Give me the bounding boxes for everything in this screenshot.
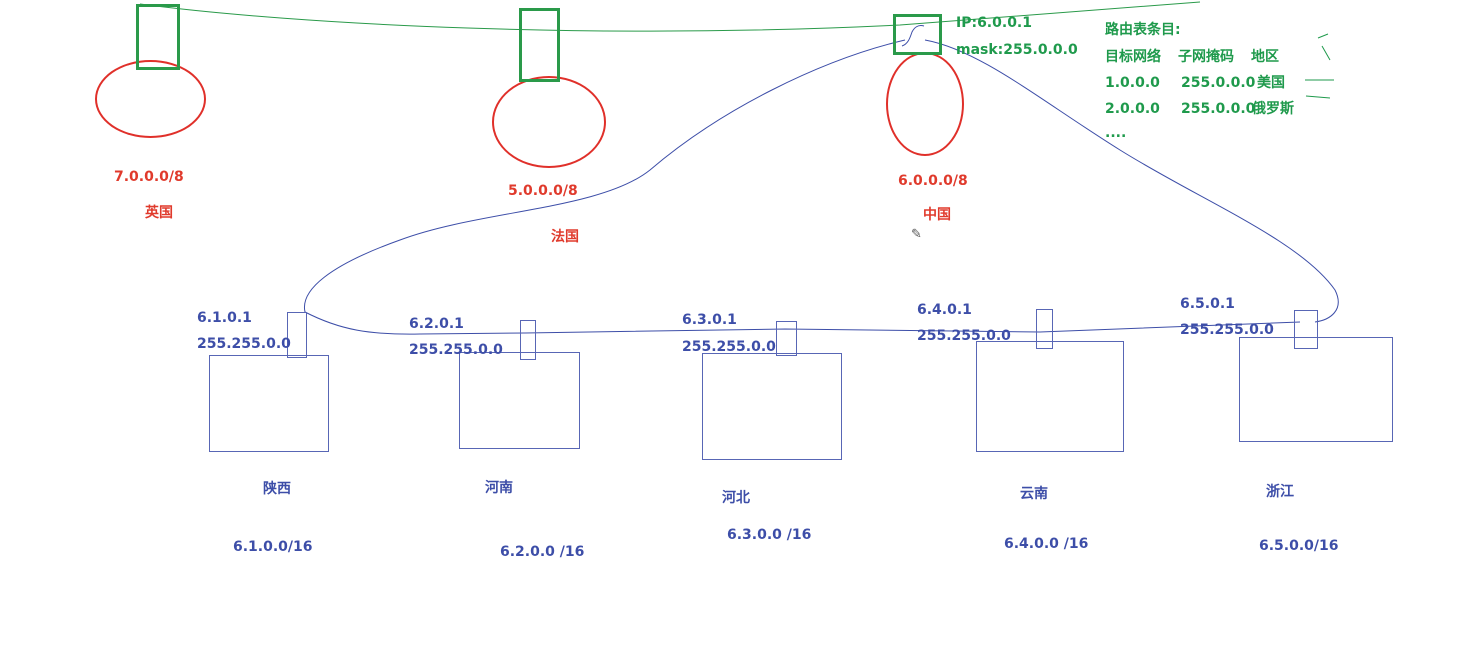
china-router-ip: IP:6.0.0.1 (956, 15, 1032, 31)
henan-ip-label: 6.2.0.1 (409, 316, 464, 332)
shaanxi-name-label: 陕西 (263, 481, 291, 497)
hebei-mask-label: 255.255.0.0 (682, 339, 776, 355)
routing-table-ellipsis: .... (1105, 125, 1127, 141)
hebei-name-label: 河北 (722, 490, 750, 506)
china-shaanxi-link (303, 39, 906, 313)
yunnan-network-box (976, 341, 1124, 452)
china-router (893, 14, 942, 55)
shaanxi-mask-label: 255.255.0.0 (197, 336, 291, 352)
zhejiang-mask-label: 255.255.0.0 (1180, 322, 1274, 338)
yunnan-router-port (1036, 309, 1053, 349)
uk-name-label: 英国 (145, 205, 173, 221)
henan-router-port (520, 320, 536, 360)
routing-table-title: 路由表条目: (1105, 22, 1181, 38)
router-scribble (901, 25, 925, 47)
routing-row-network: 2.0.0.0 (1105, 101, 1160, 117)
china-zhejiang-link (924, 39, 1339, 323)
china-network-ellipse (886, 52, 964, 156)
france-router (519, 8, 560, 82)
zhejiang-ip-label: 6.5.0.1 (1180, 296, 1235, 312)
pencil-icon: ✎ (911, 227, 922, 242)
hebei-router-port (776, 321, 797, 356)
yunnan-ip-label: 6.4.0.1 (917, 302, 972, 318)
yunnan-mask-label: 255.255.0.0 (917, 328, 1011, 344)
hebei-network-box (702, 353, 842, 460)
backbone-link (139, 1, 1201, 32)
henan-name-label: 河南 (485, 480, 513, 496)
zhejiang-router-port (1294, 310, 1318, 349)
routing-table-header-network: 目标网络 (1105, 49, 1161, 65)
routing-row-region: 俄罗斯 (1252, 101, 1294, 117)
henan-network-box (459, 352, 580, 449)
shaanxi-network-label: 6.1.0.0/16 (233, 539, 313, 555)
uk-router (136, 4, 180, 70)
margin-scribble (1305, 33, 1334, 99)
hebei-ip-label: 6.3.0.1 (682, 312, 737, 328)
shaanxi-network-box (209, 355, 329, 452)
yunnan-network-label: 6.4.0.0 /16 (1004, 536, 1089, 552)
routing-row-network: 1.0.0.0 (1105, 75, 1160, 91)
france-network-label: 5.0.0.0/8 (508, 183, 578, 199)
henan-network-label: 6.2.0.0 /16 (500, 544, 585, 560)
china-router-mask: mask:255.0.0.0 (956, 42, 1078, 58)
china-name-label: 中国 (923, 207, 951, 223)
shaanxi-ip-label: 6.1.0.1 (197, 310, 252, 326)
france-network-ellipse (492, 76, 606, 168)
province-chain-link (304, 311, 1301, 335)
uk-network-label: 7.0.0.0/8 (114, 169, 184, 185)
routing-table-header-mask: 子网掩码 (1178, 49, 1234, 65)
yunnan-name-label: 云南 (1020, 486, 1048, 502)
uk-network-ellipse (95, 60, 206, 138)
routing-row-mask: 255.0.0.0 (1181, 101, 1256, 117)
china-network-label: 6.0.0.0/8 (898, 173, 968, 189)
shaanxi-router-port (287, 312, 307, 358)
zhejiang-network-box (1239, 337, 1393, 442)
routing-row-mask: 255.0.0.0 (1181, 75, 1256, 91)
routing-table-header-region: 地区 (1251, 49, 1279, 65)
zhejiang-network-label: 6.5.0.0/16 (1259, 538, 1339, 554)
france-name-label: 法国 (551, 229, 579, 245)
hebei-network-label: 6.3.0.0 /16 (727, 527, 812, 543)
zhejiang-name-label: 浙江 (1266, 484, 1294, 500)
routing-row-region: 美国 (1257, 75, 1285, 91)
henan-mask-label: 255.255.0.0 (409, 342, 503, 358)
